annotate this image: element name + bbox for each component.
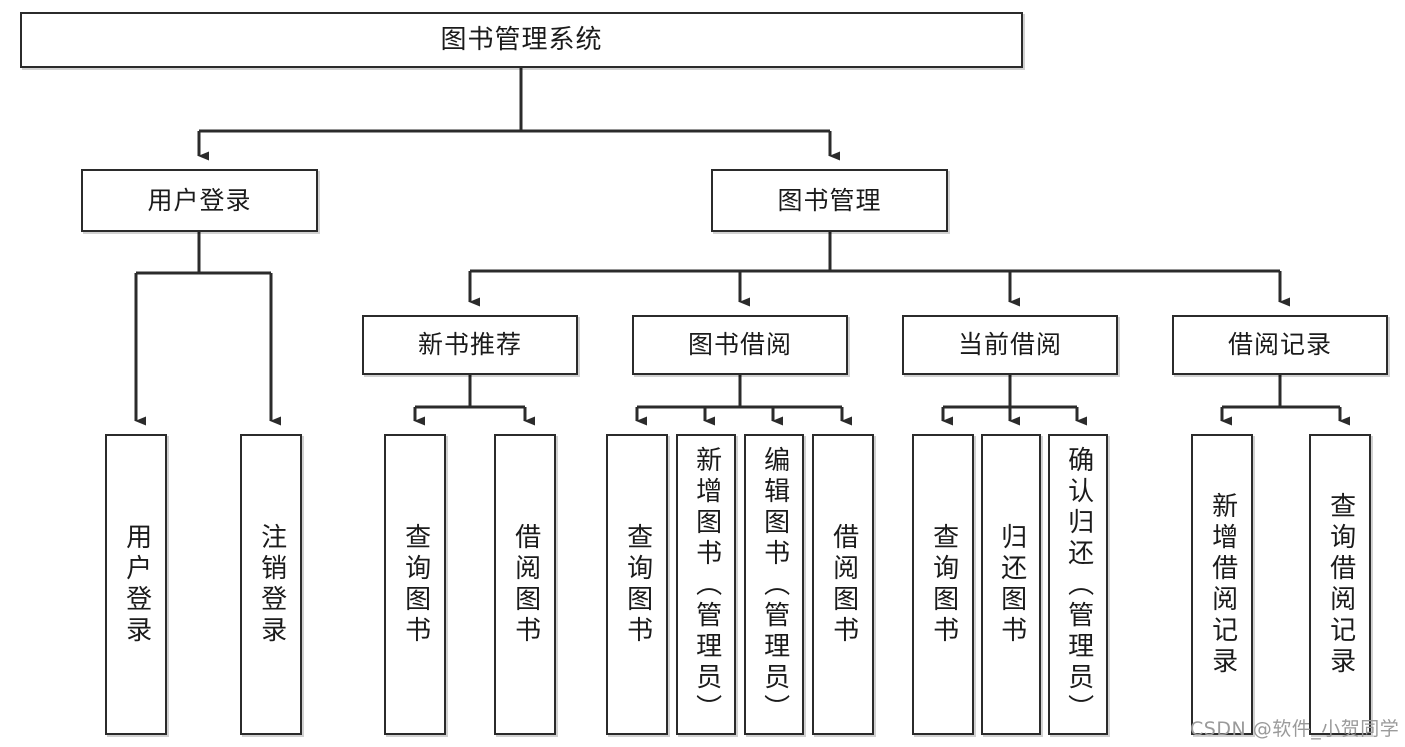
node-label: 编辑图书（管理员） — [759, 446, 790, 725]
node-label: 查询图书 — [622, 522, 653, 647]
csdn-watermark: CSDN @软件_小贺同学 — [1190, 718, 1400, 740]
leaf-node-query-book-borrow[interactable]: 查询图书 — [606, 434, 668, 735]
node-book-borrow[interactable]: 图书借阅 — [632, 315, 848, 375]
leaf-node-return-book[interactable]: 归还图书 — [981, 434, 1041, 735]
leaf-node-user-logout[interactable]: 注销登录 — [240, 434, 302, 735]
node-label: 新增图书（管理员） — [691, 446, 722, 725]
node-label: 确认归还（管理员） — [1063, 446, 1094, 725]
node-book-manage[interactable]: 图书管理 — [711, 169, 948, 232]
node-label: 查询图书 — [400, 522, 431, 647]
node-label: 借阅图书 — [510, 522, 541, 647]
leaf-node-borrow-book[interactable]: 借阅图书 — [812, 434, 874, 735]
node-label: 图书管理系统 — [440, 24, 603, 55]
node-label: 新增借阅记录 — [1207, 491, 1238, 678]
leaf-node-query-book-rec[interactable]: 查询图书 — [384, 434, 446, 735]
node-label: 用户登录 — [121, 522, 152, 647]
node-label: 图书借阅 — [687, 330, 792, 360]
node-label: 图书管理 — [777, 185, 882, 215]
node-label: 借阅图书 — [828, 522, 859, 647]
node-current-borrow[interactable]: 当前借阅 — [902, 315, 1118, 375]
node-borrow-record[interactable]: 借阅记录 — [1172, 315, 1388, 375]
node-label: 用户登录 — [147, 185, 252, 215]
node-new-book-recommend[interactable]: 新书推荐 — [362, 315, 578, 375]
node-label: 注销登录 — [256, 522, 287, 647]
node-label: 借阅记录 — [1227, 330, 1332, 360]
leaf-node-confirm-return[interactable]: 确认归还（管理员） — [1048, 434, 1108, 735]
node-label: 当前借阅 — [957, 330, 1062, 360]
leaf-node-edit-book[interactable]: 编辑图书（管理员） — [744, 434, 804, 735]
leaf-node-query-book-current[interactable]: 查询图书 — [912, 434, 974, 735]
node-user-login[interactable]: 用户登录 — [81, 169, 318, 232]
node-label: 新书推荐 — [417, 330, 522, 360]
node-system-root[interactable]: 图书管理系统 — [20, 12, 1023, 68]
node-label: 归还图书 — [996, 522, 1027, 647]
node-label: 查询图书 — [928, 522, 959, 647]
leaf-node-user-login[interactable]: 用户登录 — [105, 434, 167, 735]
node-label: 查询借阅记录 — [1325, 491, 1356, 678]
leaf-node-add-book[interactable]: 新增图书（管理员） — [676, 434, 736, 735]
leaf-node-query-borrow-record[interactable]: 查询借阅记录 — [1309, 434, 1371, 735]
leaf-node-add-borrow-record[interactable]: 新增借阅记录 — [1191, 434, 1253, 735]
leaf-node-borrow-book-rec[interactable]: 借阅图书 — [494, 434, 556, 735]
